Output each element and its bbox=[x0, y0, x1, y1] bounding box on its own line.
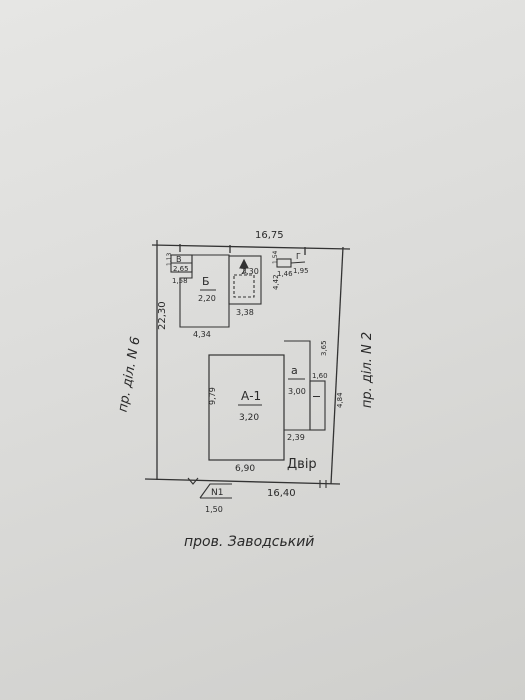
gate-label: N1 bbox=[211, 488, 223, 498]
building-v-label: В bbox=[176, 255, 182, 264]
street-left-label: пр. діл. N 6 bbox=[116, 336, 144, 414]
building-a-height: 3,00 bbox=[288, 387, 306, 396]
street-right-label: пр. діл. N 2 bbox=[360, 332, 375, 408]
building-g bbox=[276, 258, 306, 268]
building-b-label: Б bbox=[202, 275, 210, 288]
plot-left-length: 22,30 bbox=[157, 301, 168, 330]
building-b-height: 2,20 bbox=[198, 294, 216, 303]
plot-bottom-width: 16,40 bbox=[267, 488, 296, 499]
building-b bbox=[179, 254, 230, 328]
building-d-side: 4,42 bbox=[272, 274, 280, 290]
building-i bbox=[309, 380, 326, 431]
building-i-side: 4,84 bbox=[336, 392, 344, 408]
building-g-side: 1,54 bbox=[272, 250, 279, 264]
building-d bbox=[228, 255, 262, 305]
building-g-label: Г bbox=[296, 252, 301, 261]
building-g-height: 1,46 bbox=[277, 270, 293, 278]
building-d-label: Д bbox=[242, 268, 247, 275]
building-g-width: 1,95 bbox=[293, 267, 309, 275]
building-a1 bbox=[208, 354, 285, 461]
street-bottom-label: пров. Заводський bbox=[184, 534, 314, 550]
building-a1-width: 6,90 bbox=[235, 464, 255, 474]
building-v-side: 1,13 bbox=[166, 252, 173, 266]
building-a-side: 3,65 bbox=[320, 340, 328, 356]
building-a-width: 2,39 bbox=[287, 433, 305, 442]
building-a bbox=[284, 340, 311, 431]
gate-marker bbox=[187, 477, 327, 499]
yard-label: Двір bbox=[287, 457, 317, 472]
gate-width: 1,50 bbox=[205, 505, 223, 514]
building-v-height: 2,65 bbox=[173, 265, 189, 273]
building-i-width: 1,60 bbox=[312, 372, 328, 380]
plot-top-width: 16,75 bbox=[255, 230, 284, 241]
building-b-width: 4,34 bbox=[193, 330, 211, 339]
building-a1-height: 3,20 bbox=[239, 413, 259, 423]
building-a1-label: А-1 bbox=[241, 389, 261, 403]
building-i-label: I bbox=[312, 395, 323, 398]
building-d-width: 3,38 bbox=[236, 308, 254, 317]
building-a-label: а bbox=[291, 364, 298, 377]
building-a1-side: 9,79 bbox=[208, 387, 217, 405]
plot-boundary bbox=[144, 240, 351, 485]
building-d-height: 2,30 bbox=[241, 267, 259, 276]
